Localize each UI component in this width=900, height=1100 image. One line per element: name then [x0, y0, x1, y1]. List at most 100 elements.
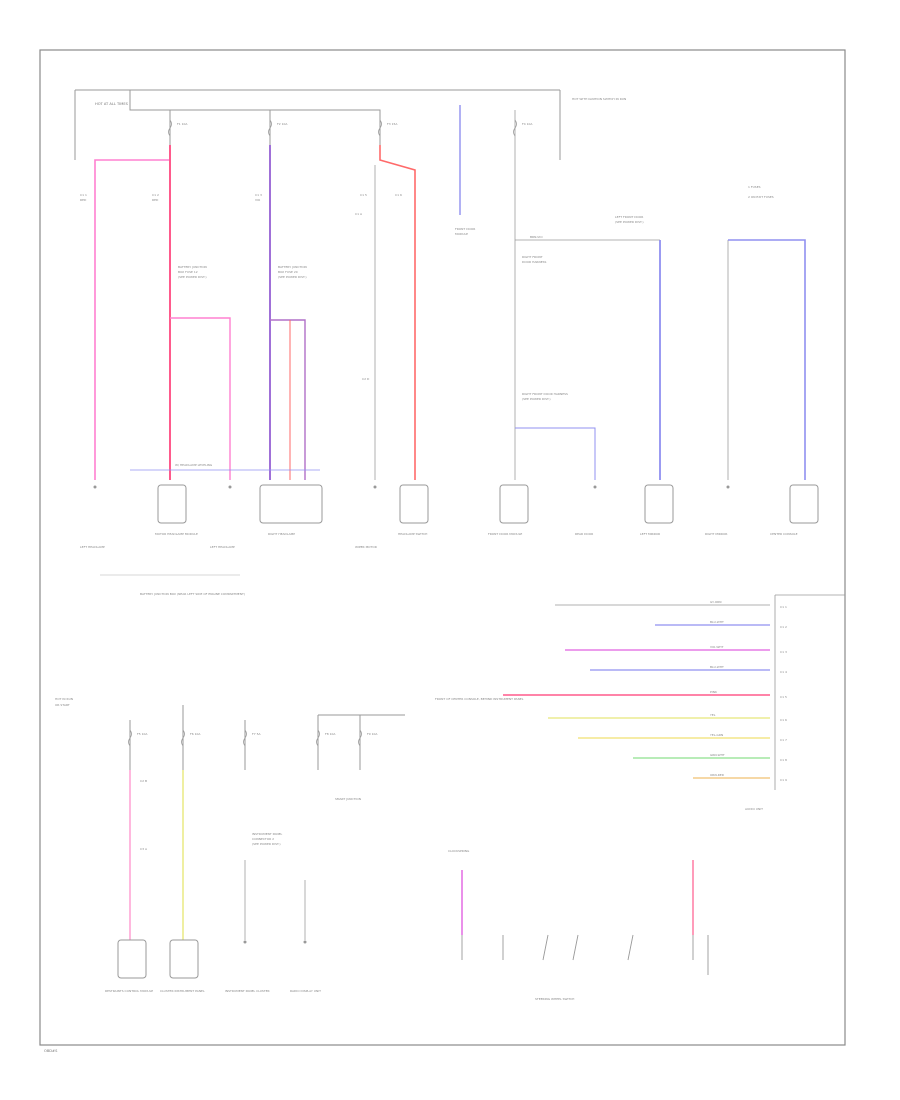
svg-text:F3 15A: F3 15A [387, 122, 398, 126]
diagram-frame [39, 49, 846, 1046]
wire-pink-left-headlamp [94, 159, 170, 480]
connector-dots-bottom [243, 940, 307, 944]
svg-text:(SEE POWER DIST.): (SEE POWER DIST.) [178, 275, 207, 279]
svg-text:C1 8: C1 8 [780, 758, 787, 762]
svg-text:(SEE POWER DIST.): (SEE POWER DIST.) [522, 397, 551, 401]
svg-text:C1 3: C1 3 [255, 193, 262, 197]
svg-text:OR START: OR START [55, 703, 70, 707]
fuse-symbols-bottom [128, 729, 362, 747]
svg-text:C1 1: C1 1 [80, 193, 87, 197]
svg-text:C1 A: C1 A [355, 212, 363, 216]
svg-text:PINK: PINK [710, 690, 718, 694]
svg-text:INSTRUMENT PANEL: INSTRUMENT PANEL [252, 832, 282, 836]
svg-text:DOOR HARNESS: DOOR HARNESS [522, 260, 547, 264]
connector-dots-top-right [593, 485, 730, 489]
svg-text:YEL: YEL [710, 713, 716, 717]
wire-purple-branch [270, 319, 306, 480]
label-b1: RESTRAINTS CONTROL MODULE [105, 989, 153, 993]
svg-text:BLU-WHT: BLU-WHT [710, 665, 724, 669]
fuse-labels-bottom: F5 10A F6 10A F7 5A F8 10A F9 10A [137, 732, 378, 736]
hot-at-all-times-label: HOT AT ALL TIMES [95, 102, 129, 106]
component-b2 [169, 939, 199, 979]
label-b2: CLUSTER INSTRUMENT PANEL [160, 989, 205, 993]
svg-text:(SEE POWER DIST.): (SEE POWER DIST.) [615, 220, 644, 224]
label-c5: WIPER MOTOR [355, 545, 377, 549]
top-left-components [157, 484, 429, 524]
svg-text:C1 7: C1 7 [780, 738, 787, 742]
label-c7: FRONT DOOR MODULE [488, 532, 522, 536]
svg-text:BATTERY JUNCTION: BATTERY JUNCTION [178, 265, 207, 269]
svg-text:F7 5A: F7 5A [252, 732, 261, 736]
label-c10: RIGHT MIRROR [705, 532, 727, 536]
wire-blue-center-console [728, 239, 806, 480]
svg-text:BATTERY JUNCTION: BATTERY JUNCTION [278, 265, 307, 269]
svg-text:VIO: VIO [255, 198, 261, 202]
label-c4: RIGHT HEADLAMP [268, 532, 295, 536]
svg-text:F5 10A: F5 10A [137, 732, 148, 736]
bottom-left-power-bus [129, 705, 405, 770]
svg-text:C1 2: C1 2 [152, 193, 159, 197]
label-c3: LEFT HEADLAMP [210, 545, 235, 549]
svg-text:C1 9: C1 9 [780, 778, 787, 782]
label-b4: RADIO DISPLAY UNIT [290, 989, 321, 993]
wire-hotpink-branch [170, 317, 231, 480]
footer-code: OBD#S [44, 1049, 58, 1053]
svg-text:C1 3: C1 3 [780, 650, 787, 654]
svg-text:F2 10A: F2 10A [277, 122, 288, 126]
svg-text:C1 1: C1 1 [780, 605, 787, 609]
svg-text:ORN-RED: ORN-RED [710, 773, 725, 777]
top-right-components [499, 484, 819, 524]
hot-in-run-label: HOT WITH IGNITION SWITCH IN RUN [572, 97, 626, 101]
svg-text:(SEE POWER DIST.): (SEE POWER DIST.) [278, 275, 307, 279]
svg-text:C2 B: C2 B [140, 779, 147, 783]
svg-text:F9 10A: F9 10A [367, 732, 378, 736]
wire-red-switch [379, 145, 416, 480]
label-c11: CENTER CONSOLE [770, 532, 798, 536]
svg-text:RED: RED [152, 198, 159, 202]
svg-text:BOX FUSE 12: BOX FUSE 12 [178, 270, 198, 274]
label-c8: REAR DOOR [575, 532, 593, 536]
connector-dots-top-left [93, 485, 377, 489]
svg-text:VIO-WHT: VIO-WHT [710, 645, 724, 649]
svg-text:C1 6: C1 6 [780, 718, 787, 722]
svg-text:YEL-GRN: YEL-GRN [710, 733, 723, 737]
wire-annotations-top-left: BATTERY JUNCTION BOX FUSE 12 (SEE POWER … [80, 193, 402, 381]
svg-text:C3 A: C3 A [140, 847, 148, 851]
svg-text:C1 4: C1 4 [780, 670, 787, 674]
wire-annotations-top-right: LEFT FRONT DOOR (SEE POWER DIST.) RIGHT … [522, 185, 774, 401]
svg-text:F4 10A: F4 10A [522, 122, 533, 126]
svg-text:C2 D: C2 D [362, 377, 370, 381]
svg-text:BLU-WHT: BLU-WHT [710, 620, 724, 624]
headlamp-group-label: BATTERY JUNCTION BOX (NEAR LEFT SIDE OF … [140, 592, 245, 596]
label-b3: INSTRUMENT PANEL CLUSTER [225, 989, 270, 993]
svg-text:BOX FUSE 20: BOX FUSE 20 [278, 270, 298, 274]
top-left-power-bus [74, 89, 561, 160]
svg-text:GRN-WHT: GRN-WHT [710, 753, 725, 757]
svg-text:F1 10A: F1 10A [177, 122, 188, 126]
label-c6: HEADLAMP SWITCH [398, 532, 427, 536]
component-b1 [117, 939, 147, 979]
svg-text:C1 6: C1 6 [395, 193, 402, 197]
svg-text:RIGHT FRONT DOOR HARNESS: RIGHT FRONT DOOR HARNESS [522, 392, 568, 396]
wire-blue-rear-door [515, 427, 596, 480]
fuse-symbols-top-left [168, 119, 382, 137]
component-c9 [644, 484, 674, 524]
component-c11 [789, 484, 819, 524]
svg-text:RED: RED [80, 198, 87, 202]
svg-text:HOT IN RUN: HOT IN RUN [55, 697, 73, 701]
component-c5 [259, 484, 323, 524]
svg-text:2 ON EXIT FUSES: 2 ON EXIT FUSES [748, 195, 774, 199]
svg-text:SMART JUNCTION: SMART JUNCTION [335, 797, 361, 801]
label-c2: MOTOR HEADLAMP MODULE [155, 532, 198, 536]
svg-text:C1 5: C1 5 [780, 695, 787, 699]
svg-text:F6 10A: F6 10A [190, 732, 201, 736]
bottom-annotations: HOT IN RUN OR START C2 B C3 A INSTRUMENT… [55, 697, 361, 851]
svg-text:CONNECTOR 2: CONNECTOR 2 [252, 837, 274, 841]
svg-text:FRONT DOOR: FRONT DOOR [455, 227, 475, 231]
svg-text:F8 10A: F8 10A [325, 732, 336, 736]
steering-switch-label: STEERING WHEEL SWITCH [535, 997, 574, 1001]
component-c6 [399, 484, 429, 524]
svg-text:1 FUSES: 1 FUSES [748, 185, 761, 189]
instrument-panel-label: FRONT OF CENTER CONSOLE, BEHIND INSTRUME… [435, 697, 524, 701]
